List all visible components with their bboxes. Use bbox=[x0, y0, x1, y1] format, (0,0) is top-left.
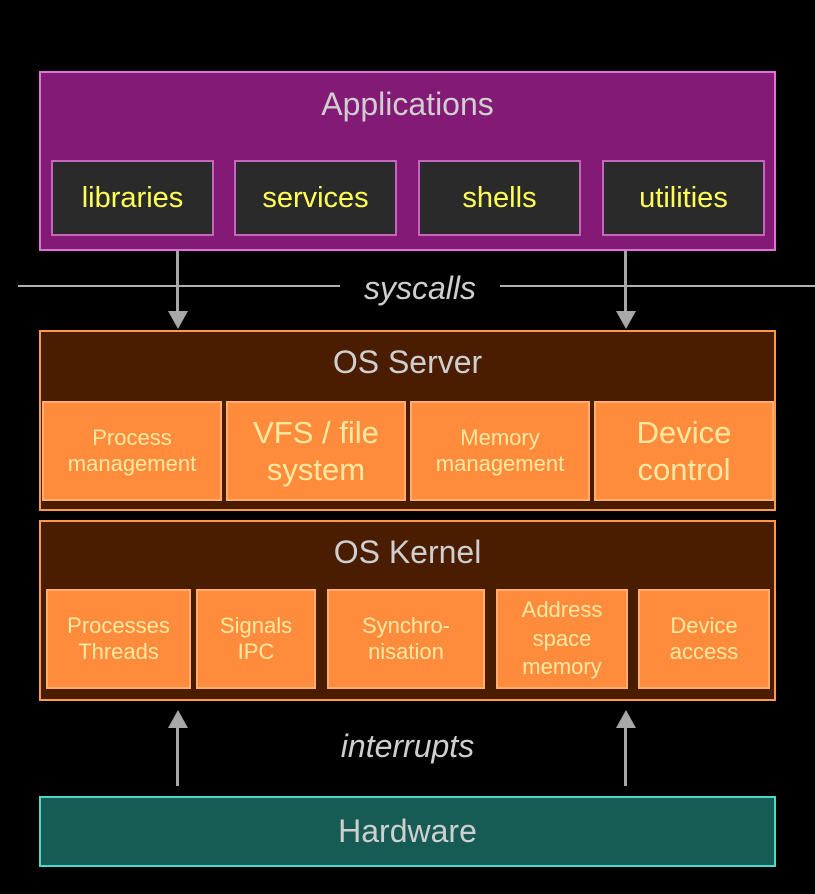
kernel-address-space-memory: Address space memory bbox=[496, 589, 628, 689]
syscalls-line-left bbox=[18, 285, 340, 287]
app-services: services bbox=[234, 160, 397, 236]
interrupt-arrow-right-shaft bbox=[624, 726, 627, 786]
interrupt-arrow-right-head bbox=[616, 710, 636, 728]
hardware-layer: Hardware bbox=[39, 796, 776, 867]
syscall-arrow-right-shaft bbox=[624, 251, 627, 313]
server-vfs-file-system: VFS / file system bbox=[226, 401, 406, 501]
syscalls-label: syscalls bbox=[363, 270, 476, 306]
kernel-device-access: Device access bbox=[638, 589, 770, 689]
syscall-arrow-left-head bbox=[168, 311, 188, 329]
server-process-management: Process management bbox=[42, 401, 222, 501]
syscalls-line-right bbox=[500, 285, 815, 287]
kernel-signals-ipc: Signals IPC bbox=[196, 589, 316, 689]
syscall-arrow-left-shaft bbox=[176, 251, 179, 313]
interrupt-arrow-left-head bbox=[168, 710, 188, 728]
os-kernel-title: OS Kernel bbox=[333, 534, 482, 570]
kernel-processes-threads: Processes Threads bbox=[46, 589, 191, 689]
server-memory-management: Memory management bbox=[410, 401, 590, 501]
interrupts-label: interrupts bbox=[340, 728, 475, 764]
syscall-arrow-right-head bbox=[616, 311, 636, 329]
applications-title: Applications bbox=[321, 86, 494, 122]
kernel-synchronisation: Synchro- nisation bbox=[327, 589, 485, 689]
app-shells: shells bbox=[418, 160, 581, 236]
os-server-title: OS Server bbox=[332, 344, 483, 380]
server-device-control: Device control bbox=[594, 401, 774, 501]
interrupt-arrow-left-shaft bbox=[176, 726, 179, 786]
app-libraries: libraries bbox=[51, 160, 214, 236]
app-utilities: utilities bbox=[602, 160, 765, 236]
